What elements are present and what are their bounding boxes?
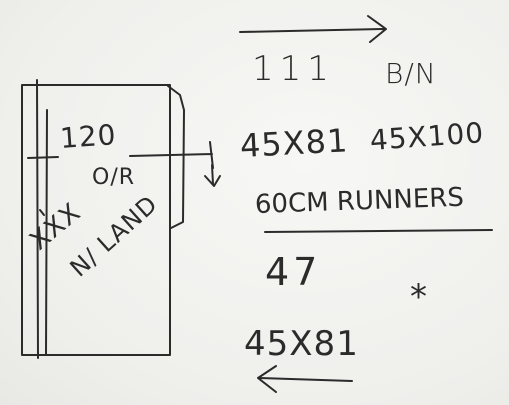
right-arrow-icon (239, 15, 387, 43)
number-47: 47 (265, 250, 322, 294)
dimension-45x81: 45X81 (239, 121, 350, 165)
label-bn: B/N (385, 57, 437, 90)
drawing-width-120: 120 (58, 118, 118, 155)
asterisk-icon: * (410, 277, 428, 317)
dimension-45x100: 45X100 (368, 116, 486, 157)
runners-note: 60CM RUNNERS (254, 182, 465, 220)
cabinet-left-post (36, 79, 39, 359)
runners-underline (264, 229, 493, 233)
cabinet-outline (21, 84, 171, 356)
measure-line (27, 141, 214, 169)
drawing-or-label: O/R (92, 165, 136, 190)
dimension-45x81-bottom: 45X81 (244, 324, 359, 364)
down-arrow-icon (204, 164, 221, 187)
cabinet-left-post-2 (45, 109, 48, 356)
cabinet-divider (39, 209, 45, 216)
number-111: 111 (252, 49, 335, 89)
left-arrow-icon (257, 365, 353, 393)
cabinet-door (167, 85, 185, 229)
